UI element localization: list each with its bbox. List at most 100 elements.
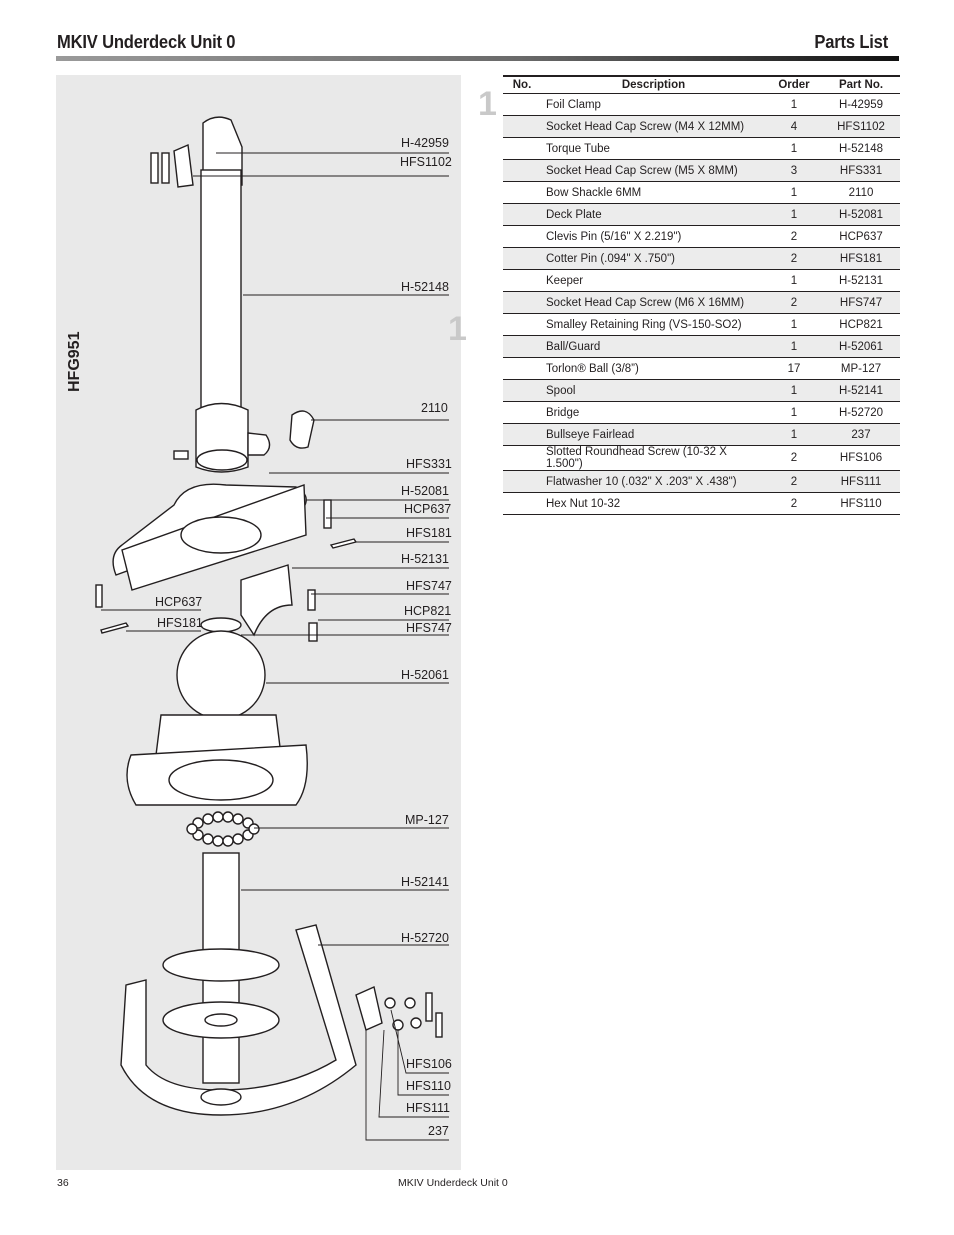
cell-order: 1 — [766, 181, 822, 204]
footer-title: MKIV Underdeck Unit 0 — [398, 1177, 508, 1189]
header-no: No. — [503, 75, 541, 94]
cell-order: 2 — [766, 247, 822, 270]
cell-no — [503, 423, 541, 446]
part-label: HCP637 — [155, 595, 203, 609]
part-label: 2110 — [421, 401, 448, 415]
cell-order: 1 — [766, 335, 822, 358]
cell-order: 17 — [766, 357, 822, 380]
step-number: 1 — [448, 310, 467, 348]
cell-description: Bullseye Fairlead — [541, 423, 766, 446]
cell-part-no: HFS110 — [822, 492, 900, 515]
ball-part — [176, 630, 266, 720]
cell-no — [503, 401, 541, 424]
part-label: H-52148 — [401, 280, 449, 294]
cell-part-no: MP-127 — [822, 357, 900, 380]
step-number: 1 — [478, 85, 497, 123]
cell-part-no: 237 — [822, 423, 900, 446]
cell-order: 2 — [766, 492, 822, 515]
cell-part-no: 2110 — [822, 181, 900, 204]
cell-description: Smalley Retaining Ring (VS-150-SO2) — [541, 313, 766, 336]
cell-description: Slotted Roundhead Screw (10-32 X 1.500") — [541, 445, 766, 471]
table-row: Slotted Roundhead Screw (10-32 X 1.500")… — [503, 445, 900, 471]
part-label: H-52720 — [401, 931, 449, 945]
cell-description: Hex Nut 10-32 — [541, 492, 766, 515]
cell-description: Socket Head Cap Screw (M6 X 16MM) — [541, 291, 766, 314]
part-label: H-52131 — [401, 552, 449, 566]
header-rule — [56, 56, 899, 61]
cell-order: 1 — [766, 93, 822, 116]
cell-part-no: H-52081 — [822, 203, 900, 226]
part-label: H-52141 — [401, 875, 449, 889]
cell-no — [503, 492, 541, 515]
part-label: HFS106 — [406, 1057, 452, 1071]
part-label: MP-127 — [405, 813, 449, 827]
cell-order: 1 — [766, 401, 822, 424]
cell-part-no: H-52141 — [822, 379, 900, 402]
keeper-part — [240, 564, 293, 637]
part-label: 237 — [428, 1124, 449, 1138]
cell-description: Bridge — [541, 401, 766, 424]
cell-description: Ball/Guard — [541, 335, 766, 358]
part-label: HFS331 — [406, 457, 452, 471]
cell-description: Torque Tube — [541, 137, 766, 160]
cell-part-no: HFS1102 — [822, 115, 900, 138]
torlon-balls-part — [186, 811, 260, 847]
cell-part-no: H-52720 — [822, 401, 900, 424]
cell-description: Clevis Pin (5/16" X 2.219") — [541, 225, 766, 248]
cell-part-no: HFS106 — [822, 445, 900, 471]
cell-no — [503, 137, 541, 160]
cell-description: Deck Plate — [541, 203, 766, 226]
part-label: H-52081 — [401, 484, 449, 498]
cell-order: 1 — [766, 137, 822, 160]
cell-no — [503, 159, 541, 182]
part-label: HCP637 — [404, 502, 452, 516]
exploded-assembly-drawing — [95, 116, 449, 1141]
part-label: H-42959 — [401, 136, 449, 150]
cell-no — [503, 291, 541, 314]
cell-order: 1 — [766, 379, 822, 402]
table-header-row: No. Description Order Part No. — [503, 75, 900, 94]
cell-part-no: HCP821 — [822, 313, 900, 336]
cell-order: 1 — [766, 203, 822, 226]
part-label: HFS1102 — [400, 155, 452, 169]
cell-no — [503, 379, 541, 402]
page-number: 36 — [57, 1177, 69, 1189]
cell-order: 1 — [766, 269, 822, 292]
header-part-no: Part No. — [822, 75, 900, 94]
cell-description: Torlon® Ball (3/8”) — [541, 357, 766, 380]
cell-no — [503, 115, 541, 138]
cell-description: Keeper — [541, 269, 766, 292]
cell-order: 1 — [766, 423, 822, 446]
part-label: H-52061 — [401, 668, 449, 682]
cell-part-no: HFS331 — [822, 159, 900, 182]
cell-part-no: H-52061 — [822, 335, 900, 358]
fairlead-part — [355, 986, 383, 1031]
cell-no — [503, 203, 541, 226]
parts-table: No. Description Order Part No. Foil Clam… — [503, 75, 900, 515]
cell-no — [503, 269, 541, 292]
cell-description: Spool — [541, 379, 766, 402]
part-label: HFS747 — [406, 579, 452, 593]
cell-description: Bow Shackle 6MM — [541, 181, 766, 204]
assembly-code: HFG951 — [66, 331, 83, 392]
header-order: Order — [766, 75, 822, 94]
cell-description: Cotter Pin (.094" X .750") — [541, 247, 766, 270]
cell-part-no: H-52131 — [822, 269, 900, 292]
part-label: HFS747 — [406, 621, 452, 635]
part-label: HFS111 — [406, 1101, 451, 1115]
cell-description: Socket Head Cap Screw (M4 X 12MM) — [541, 115, 766, 138]
cell-order: 2 — [766, 470, 822, 493]
